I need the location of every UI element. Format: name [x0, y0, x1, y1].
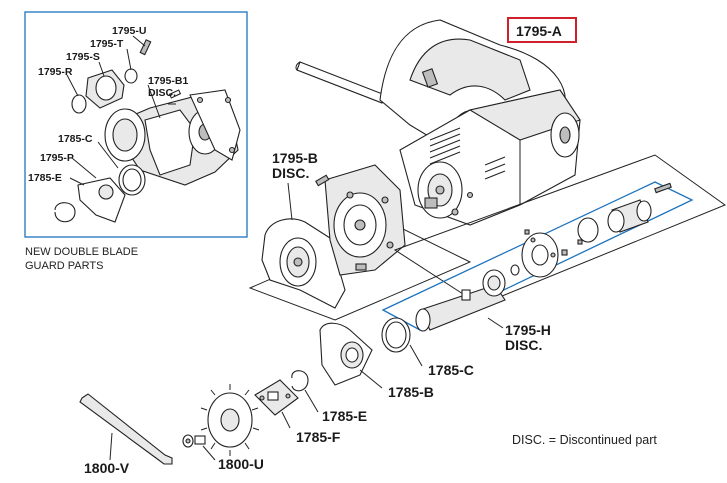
label-1800-u: 1800-U [218, 456, 264, 472]
label-1795-h: 1795-H [505, 322, 551, 338]
leader-1785-c [409, 344, 423, 367]
leader-1785-f [281, 411, 291, 429]
part-1785-e [291, 370, 309, 392]
label-1795-b-disc: DISC. [272, 165, 309, 181]
part-1785-b [319, 322, 373, 386]
1795-h-group [381, 154, 727, 332]
inset-label-1785-e: 1785-E [28, 172, 62, 184]
discontinued-note: DISC. = Discontinued part [512, 433, 657, 447]
label-1785-c: 1785-C [428, 362, 474, 378]
part-blade [200, 384, 260, 456]
part-1785-f [254, 379, 299, 416]
gearbox-assembly [248, 164, 472, 321]
label-1785-e: 1785-E [322, 408, 367, 424]
label-1795-a: 1795-A [516, 23, 562, 39]
inset-label-1795-b1: 1795-B1 [148, 75, 188, 87]
inset-caption-line2: GUARD PARTS [25, 260, 103, 272]
inset-motor-housing [104, 89, 241, 186]
inset-label-1795-r: 1795-R [38, 66, 73, 78]
inset-guard-lower [54, 164, 146, 223]
saw-vents [429, 127, 506, 180]
leader-1800-v [109, 432, 113, 461]
leader-1785-e [304, 389, 319, 413]
label-1785-b: 1785-B [388, 384, 434, 400]
part-1800-u [182, 434, 206, 448]
inset-guard-upper [71, 39, 152, 114]
saw-main-body [295, 19, 581, 226]
inset-label-1795-b1-disc: DISC. [148, 87, 176, 99]
inset-label-1795-s: 1795-S [66, 51, 100, 63]
label-1795-h-disc: DISC. [505, 337, 542, 353]
label-1795-a-highlight [507, 17, 577, 43]
leader-1795-b [287, 182, 293, 221]
leader-1785-b [359, 369, 383, 389]
part-1800-v [79, 393, 173, 465]
label-1800-v: 1800-V [84, 460, 130, 476]
leader-1800-u [202, 445, 216, 461]
inset-border [24, 11, 248, 238]
label-1785-f: 1785-F [296, 429, 341, 445]
inset-label-1795-t: 1795-T [90, 38, 124, 50]
leader-1795-h [487, 317, 504, 329]
inset-label-1795-p: 1795-P [40, 152, 74, 164]
part-1785-c [381, 317, 411, 353]
label-1795-b: 1795-B [272, 150, 318, 166]
inset-leaders [66, 35, 176, 186]
inset-label-1785-c: 1785-C [58, 133, 93, 145]
inset-caption-line1: NEW DOUBLE BLADE [25, 246, 138, 258]
inset-label-1795-u: 1795-U [112, 25, 146, 37]
